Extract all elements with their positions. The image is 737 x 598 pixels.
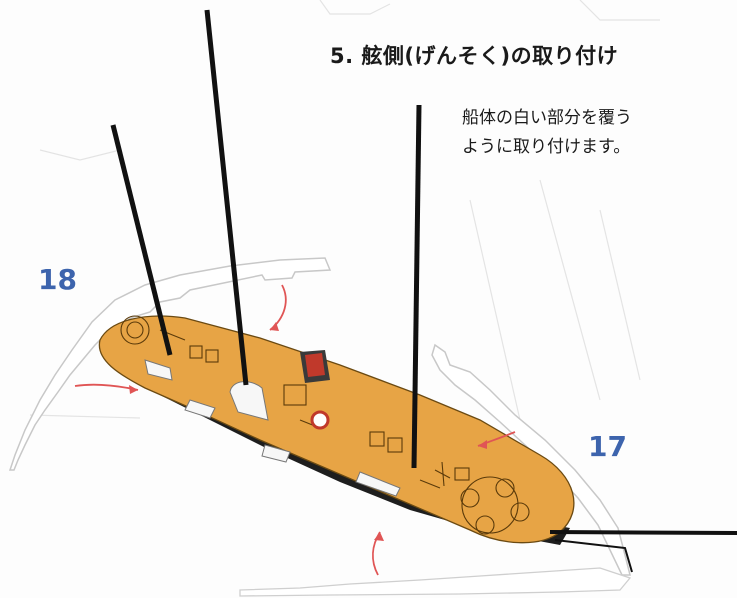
- main-mast: [204, 9, 249, 386]
- hull-side-panel-17: [431, 343, 631, 576]
- bow-rigging: [554, 539, 633, 573]
- deck-white-panel: [184, 399, 216, 419]
- paddle-box: [229, 381, 269, 421]
- deck-white-panel: [355, 471, 401, 497]
- funnel-red: [305, 353, 325, 377]
- bowsprit: [549, 530, 737, 535]
- instruction-text: 船体の白い部分を覆う ように取り付けます。: [462, 104, 632, 162]
- arrow-heads: [129, 322, 487, 541]
- deck-white-panel: [144, 359, 173, 381]
- faint-background-sketch: [29, 0, 660, 421]
- part-number-18: 18: [38, 263, 77, 296]
- step-title: 5. 舷側(げんそく)の取り付け: [330, 44, 619, 68]
- skylight-marker: [310, 410, 330, 430]
- part-number-17: 17: [588, 430, 627, 463]
- mizzen-mast: [411, 104, 422, 469]
- fore-mast: [110, 124, 173, 356]
- instruction-line: 船体の白い部分を覆う: [462, 108, 632, 128]
- bottom-panel-outline: [239, 567, 632, 597]
- deck-details: [120, 315, 530, 535]
- deck-white-panel: [261, 444, 291, 463]
- instruction-line: ように取り付けます。: [462, 137, 631, 157]
- hull-side-panel-18: [8, 257, 332, 471]
